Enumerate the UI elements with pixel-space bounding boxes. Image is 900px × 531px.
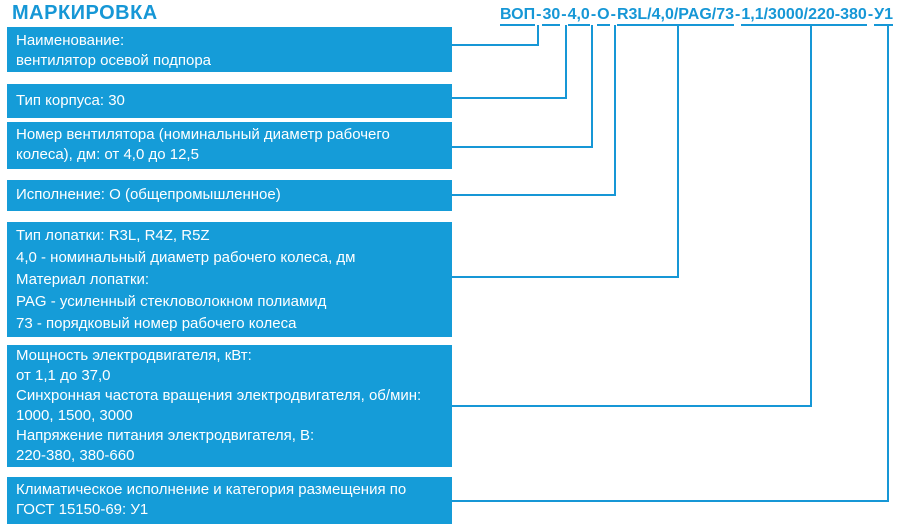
connector-climatic: [450, 25, 889, 502]
callout-line: вентилятор осевой подпора: [16, 52, 212, 69]
callout-climatic: Климатическое исполнение и категория раз…: [7, 477, 452, 524]
callout-line: 4,0 - номинальный диаметр рабочего колес…: [16, 249, 356, 266]
code-segment-4: R3L/4,0/PAG/73: [616, 6, 735, 26]
code-segment-5: 1,1/3000/220-380: [741, 6, 867, 26]
callout-line: Синхронная частота вращения электродвига…: [16, 387, 422, 404]
callout-line: Тип корпуса: 30: [16, 92, 125, 109]
callout-line: от 1,1 до 37,0: [16, 367, 111, 384]
callout-name: Наименование: вентилятор осевой подпора: [7, 27, 452, 72]
callout-line: колеса), дм: от 4,0 до 12,5: [16, 146, 199, 163]
callout-line: Материал лопатки:: [16, 271, 150, 288]
code-separator: -: [735, 6, 741, 23]
callout-line: Исполнение: О (общепромышленное): [16, 186, 281, 203]
code-separator: -: [536, 6, 542, 23]
callout-line: Напряжение питания электродвигателя, В:: [16, 427, 315, 444]
callout-motor: Мощность электродвигателя, кВт: от 1,1 д…: [7, 345, 452, 467]
code-segment-2: 4,0: [567, 6, 590, 26]
connector-blade: [450, 25, 679, 278]
page-title: МАРКИРОВКА: [12, 2, 158, 24]
callout-housing-type: Тип корпуса: 30: [7, 84, 452, 118]
callout-blade: Тип лопатки: R3L, R4Z, R5Z 4,0 - номинал…: [7, 222, 452, 337]
product-code: ВОП-30-4,0-О-R3L/4,0/PAG/73-1,1/3000/220…: [500, 6, 893, 26]
connector-motor: [450, 25, 812, 407]
code-separator: -: [867, 6, 874, 23]
callout-line: 220-380, 380-660: [16, 447, 135, 464]
code-segment-0: ВОП: [500, 6, 536, 26]
code-separator: -: [590, 6, 597, 23]
callout-line: PAG - усиленный стекловолокном полиамид: [16, 293, 327, 310]
callout-version: Исполнение: О (общепромышленное): [7, 180, 452, 211]
callout-fan-number: Номер вентилятора (номинальный диаметр р…: [7, 122, 452, 169]
code-segment-3: О: [597, 6, 610, 26]
code-segment-1: 30: [542, 6, 561, 26]
code-separator: -: [610, 6, 616, 23]
connector-fan-number: [450, 25, 593, 148]
callout-line: Номер вентилятора (номинальный диаметр р…: [16, 126, 390, 143]
code-segment-6: У1: [874, 6, 893, 26]
callout-line: Мощность электродвигателя, кВт:: [16, 347, 252, 364]
connector-name: [450, 25, 539, 46]
callout-line: ГОСТ 15150-69: У1: [16, 501, 149, 518]
connector-housing-type: [450, 25, 567, 99]
callout-line: Наименование:: [16, 32, 125, 49]
code-separator: -: [561, 6, 567, 23]
connector-version: [450, 25, 616, 196]
callout-line: Тип лопатки: R3L, R4Z, R5Z: [16, 227, 210, 244]
callout-line: 1000, 1500, 3000: [16, 407, 133, 424]
callout-line: Климатическое исполнение и категория раз…: [16, 481, 407, 498]
callout-line: 73 - порядковый номер рабочего колеса: [16, 315, 297, 332]
